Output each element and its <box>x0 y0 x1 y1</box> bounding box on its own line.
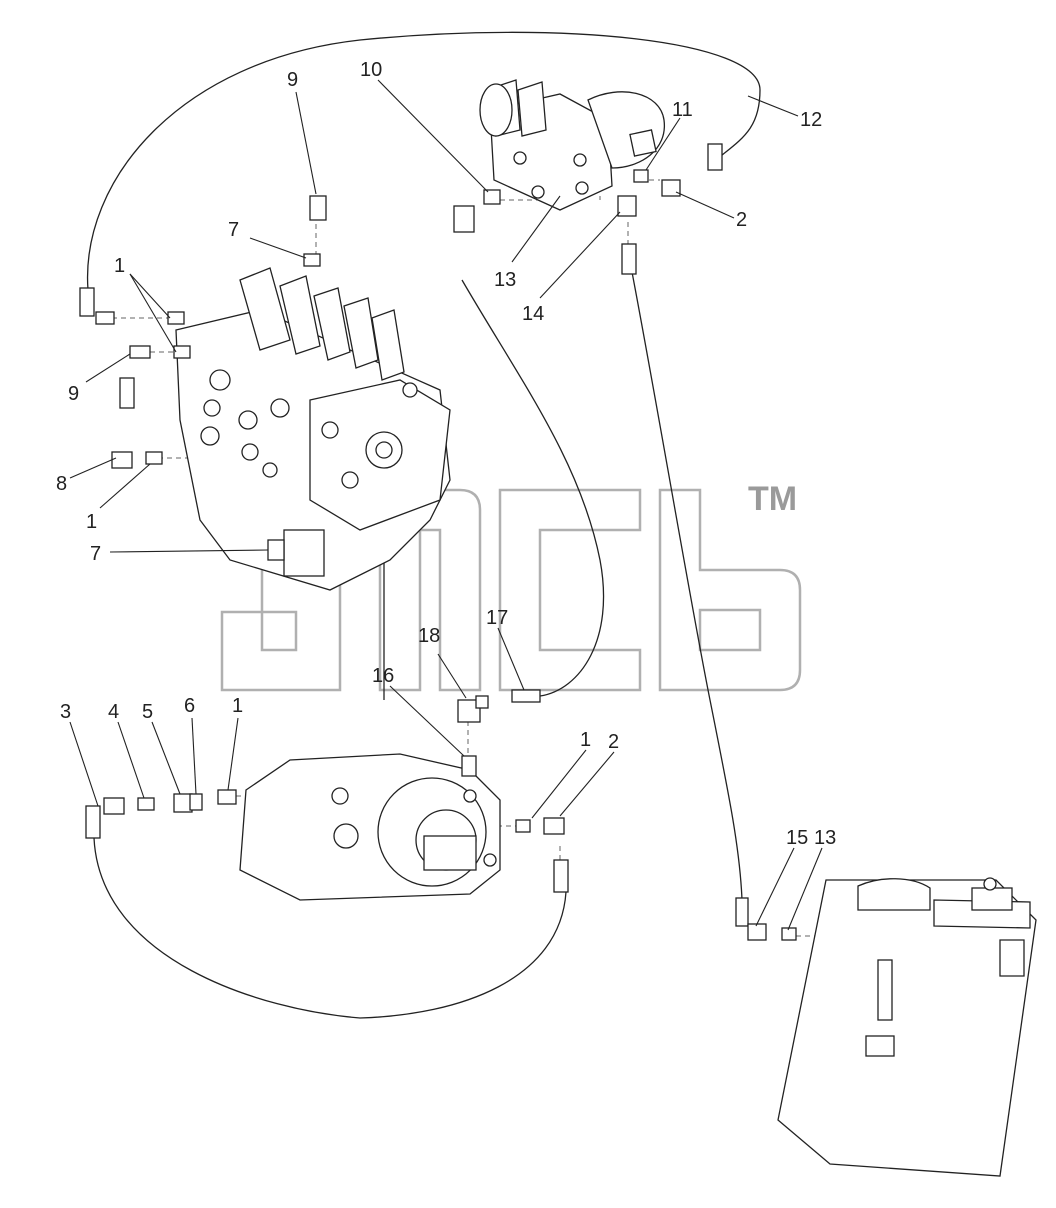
callout-2-pump-right: 2 <box>608 731 619 753</box>
callout-1-left: 1 <box>86 511 97 533</box>
hydraulic-tank <box>777 877 1037 1177</box>
callout-18: 18 <box>418 625 440 647</box>
callout-13-tank: 13 <box>814 827 836 849</box>
steering-valve-unit <box>479 79 665 211</box>
trademark-mark: TM <box>748 480 797 518</box>
fittings <box>79 143 797 941</box>
callout-13-top: 13 <box>494 269 516 291</box>
callout-10: 10 <box>360 59 382 81</box>
watermark-logo: TM <box>220 480 802 692</box>
callout-9-top: 9 <box>287 69 298 91</box>
callout-7-lower: 7 <box>90 543 101 565</box>
callout-numbers: 9 10 11 12 7 2 1 13 14 9 8 1 7 18 17 16 … <box>56 59 836 849</box>
callout-14: 14 <box>522 303 544 325</box>
callout-5: 5 <box>142 701 153 723</box>
callout-1-upper: 1 <box>114 255 125 277</box>
hose-control-to-tank <box>631 271 743 901</box>
hose-pump-lower-loop <box>93 837 567 1019</box>
callout-1-pump-left: 1 <box>232 695 243 717</box>
callout-12: 12 <box>800 109 822 131</box>
callout-6: 6 <box>184 695 195 717</box>
callout-7-top: 7 <box>228 219 239 241</box>
callout-17: 17 <box>486 607 508 629</box>
hose-valve-to-motor <box>461 279 605 697</box>
pump-assembly <box>239 753 501 901</box>
callout-11: 11 <box>672 99 693 121</box>
callout-15: 15 <box>786 827 808 849</box>
leader-lines <box>69 79 823 931</box>
callout-8: 8 <box>56 473 67 495</box>
callout-9-left: 9 <box>68 383 79 405</box>
callout-2-top: 2 <box>736 209 747 231</box>
hose-top-loop <box>86 31 761 291</box>
callout-1-pump-right: 1 <box>580 729 591 751</box>
callout-4: 4 <box>108 701 119 723</box>
callout-3: 3 <box>60 701 71 723</box>
callout-16: 16 <box>372 665 394 687</box>
control-valve-block <box>175 267 451 591</box>
